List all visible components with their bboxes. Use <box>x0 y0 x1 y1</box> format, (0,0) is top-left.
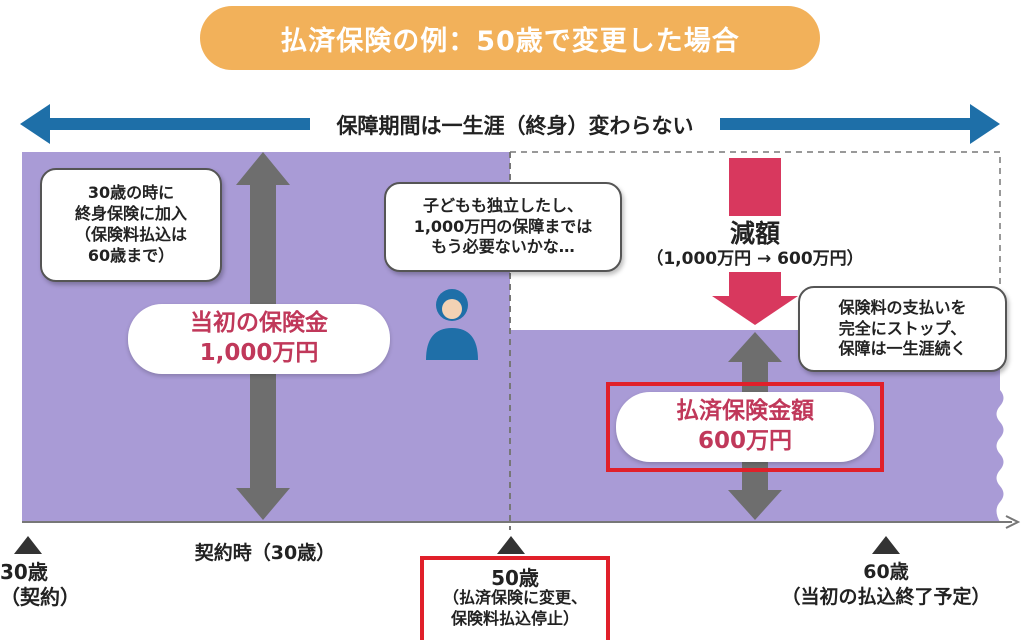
period-arrow-left-head <box>20 104 50 144</box>
reduction-title: 減額 <box>729 219 780 248</box>
age50-highlight-box <box>420 556 610 640</box>
stop-payment-note-bubble: 保険料の支払いを 完全にストップ、 保障は一生涯続く <box>798 286 1007 372</box>
person-body-icon <box>426 328 478 360</box>
person-thought-bubble: 子どもも独立したし、 1,000万円の保障までは もう必要ないかな… <box>384 182 622 272</box>
age30-note-bubble: 30歳の時に 終身保険に加入 （保険料払込は 60歳まで） <box>40 168 222 282</box>
coverage-period-label: 保障期間は一生涯（終身）変わらない <box>310 110 720 140</box>
reduction-arrow-top-block <box>729 158 781 216</box>
initial-amount-arrow-bottom <box>236 488 290 520</box>
reduction-arrow-shaft <box>729 272 781 296</box>
reduction-arrow-head <box>712 296 798 325</box>
initial-insurance-amount: 当初の保険金 1,000万円 <box>128 304 390 374</box>
age50-change-note: （払済保険に変更、 保険料払込停止） <box>442 588 587 628</box>
paid-up-insurance-amount: 払済保険金額 600万円 <box>616 392 874 462</box>
paid-up-amount-arrow-top <box>728 332 782 362</box>
age30-marker-icon <box>14 536 42 554</box>
original-coverage-outline <box>510 151 1001 330</box>
person-face-icon <box>442 299 462 319</box>
paid-up-highlight-box <box>606 382 884 472</box>
contract-time-label: 契約時（30歳） <box>194 542 336 564</box>
initial-amount-arrow-top <box>236 152 290 185</box>
age30-label: 30歳 （契約） <box>0 560 80 609</box>
diagram-title: 払済保険の例：50歳で変更した場合 <box>200 6 820 70</box>
age60-marker-icon <box>872 536 900 554</box>
age60-label: 60歳 （当初の払込終了予定） <box>781 561 991 608</box>
paid-up-amount-arrow-bottom <box>728 490 782 520</box>
age50-marker-icon <box>497 536 525 554</box>
timeline-arrowhead <box>1005 515 1021 529</box>
period-arrow-right-head <box>970 104 1000 144</box>
reduction-detail: （1,000万円 → 600万円） <box>646 249 864 269</box>
age50-label: 50歳 <box>491 566 539 590</box>
